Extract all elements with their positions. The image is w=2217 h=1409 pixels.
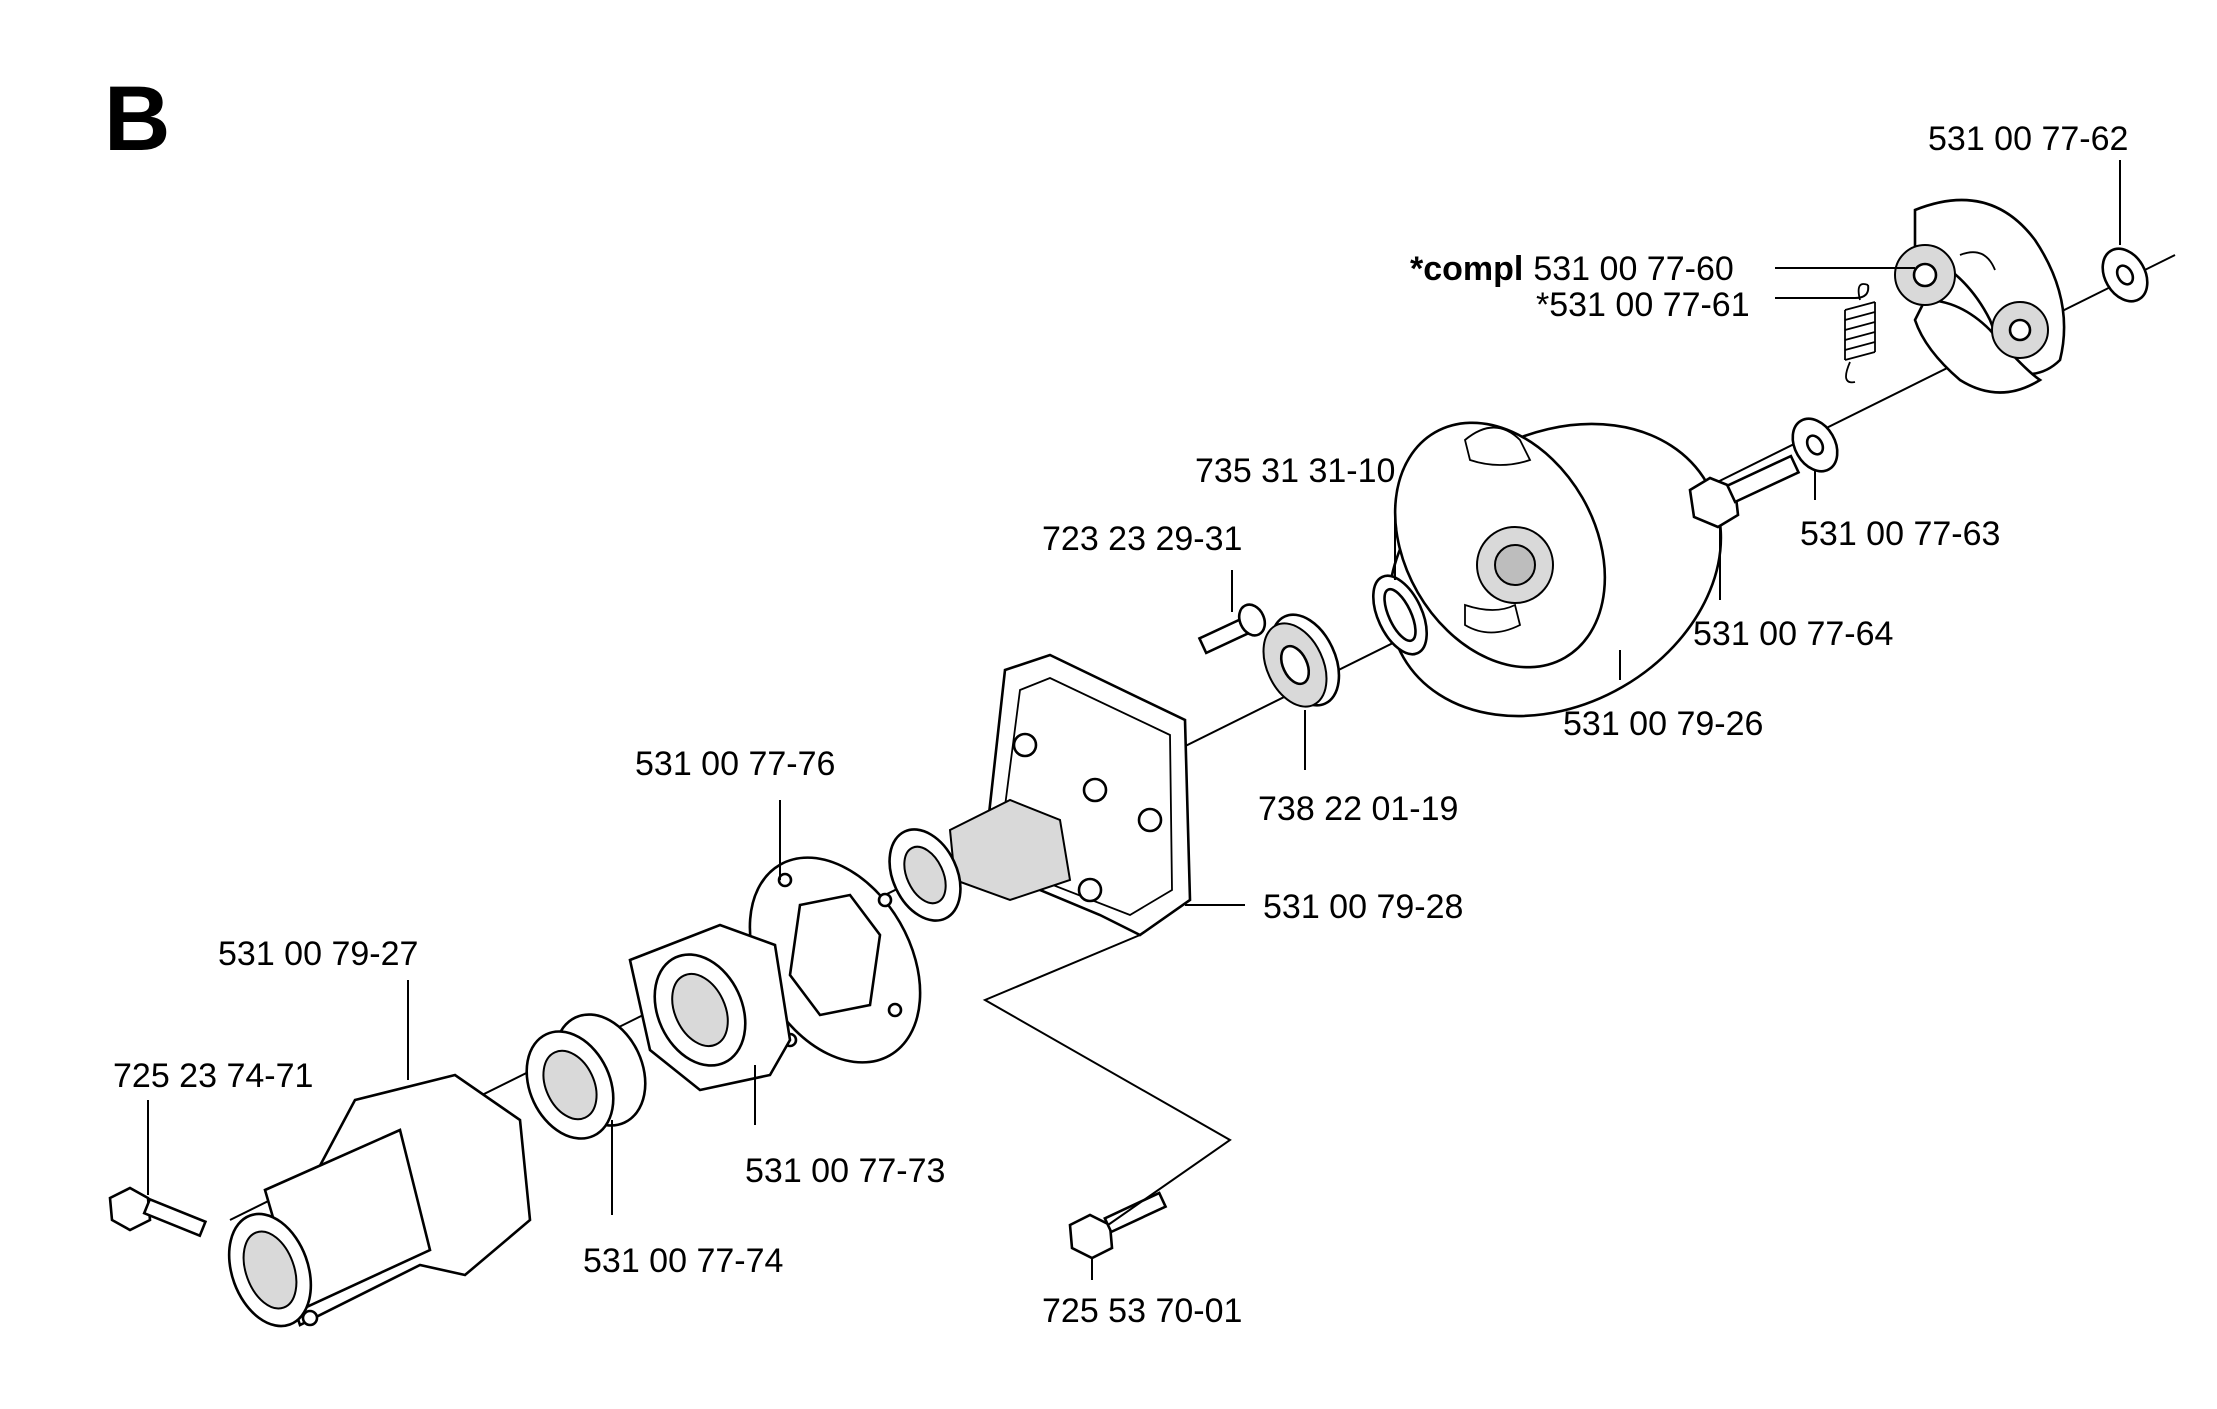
label-531-00-77-60-number: 531 00 77-60 (1533, 250, 1733, 288)
clutch-shoe-assembly (1894, 198, 2066, 394)
label-compl-prefix: *compl (1410, 250, 1523, 288)
label-531-00-77-61: *531 00 77-61 (1536, 286, 1750, 324)
drive-coupling (628, 923, 792, 1092)
label-531-00-79-28: 531 00 79-28 (1263, 888, 1463, 926)
label-531-00-77-74: 531 00 77-74 (583, 1242, 783, 1280)
screw-small (1197, 603, 1267, 655)
clutch-spring (1844, 283, 1876, 384)
washer-lower (1791, 417, 1839, 473)
label-531-00-77-76: 531 00 77-76 (635, 745, 835, 783)
label-531-00-77-64: 531 00 77-64 (1693, 615, 1893, 653)
label-531-00-79-26: 531 00 79-26 (1563, 705, 1763, 743)
screw-housing (108, 1186, 208, 1238)
screw-cover (1068, 1191, 1168, 1260)
bushing (525, 1013, 647, 1140)
label-531-00-77-60: *compl 531 00 77-60 (1410, 250, 1734, 288)
label-531-00-79-27: 531 00 79-27 (218, 935, 418, 973)
clutch-drum (1387, 421, 1723, 718)
clutch-cover-housing (888, 653, 1192, 937)
section-letter: B (104, 68, 170, 170)
leader-lines (147, 160, 2121, 1280)
shoulder-screw (1688, 454, 1801, 529)
ball-bearing (1262, 613, 1341, 708)
label-735-31-31-10: 735 31 31-10 (1195, 452, 1395, 490)
label-531-00-77-63: 531 00 77-63 (1800, 515, 2000, 553)
shaft-housing (227, 1073, 532, 1328)
circlip (1372, 574, 1428, 656)
label-725-23-74-71: 725 23 74-71 (113, 1057, 313, 1095)
washer-upper (2101, 247, 2149, 303)
assembly-axis (229, 254, 2176, 1221)
label-531-00-77-62: 531 00 77-62 (1928, 120, 2128, 158)
label-531-00-77-73: 531 00 77-73 (745, 1152, 945, 1190)
label-738-22-01-19: 738 22 01-19 (1258, 790, 1458, 828)
label-725-53-70-01: 725 53 70-01 (1042, 1292, 1242, 1330)
label-723-23-29-31: 723 23 29-31 (1042, 520, 1242, 558)
